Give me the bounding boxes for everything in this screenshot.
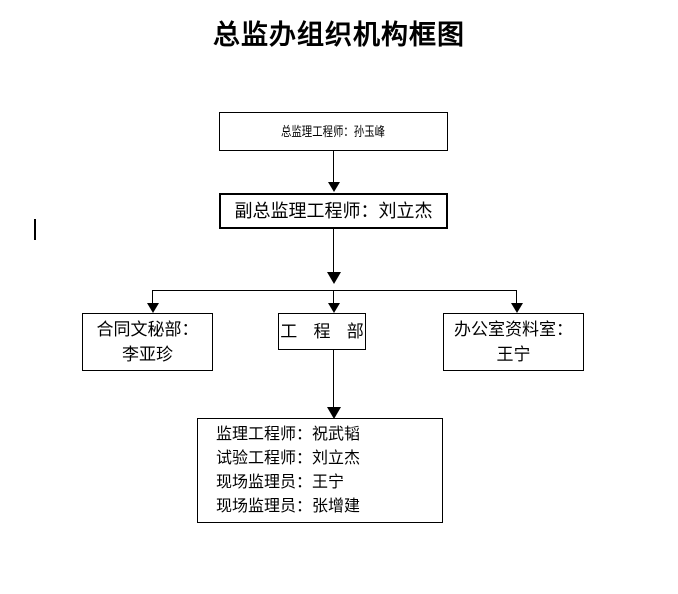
node-line: 工 程 部	[280, 322, 370, 341]
arrow-head-icon	[327, 272, 341, 284]
node-line: 现场监理员：张增建	[216, 497, 361, 515]
node-line: 办公室资料室：	[454, 320, 573, 339]
node-site-staff-list[interactable]: 监理工程师：祝武韬 试验工程师：刘立杰 现场监理员：王宁 现场监理员：张增建	[197, 418, 443, 523]
arrow-head-icon	[147, 303, 159, 313]
connector-bus-to-engineering	[333, 290, 334, 304]
text-caret-artifact	[34, 219, 36, 240]
node-line: 试验工程师：刘立杰	[216, 449, 361, 467]
node-engineering-department[interactable]: 工 程 部	[278, 313, 366, 350]
connector-bus-to-office	[516, 290, 517, 304]
connector-director-to-deputy	[333, 151, 334, 183]
connector-bus-to-contract	[152, 290, 153, 304]
arrow-head-icon	[328, 182, 340, 192]
node-line: 合同文秘部：	[96, 320, 199, 339]
node-office-archives-room[interactable]: 办公室资料室： 王宁	[443, 313, 584, 371]
node-chief-supervising-engineer[interactable]: 总监理工程师：孙玉峰	[219, 112, 448, 151]
node-line: 现场监理员：王宁	[216, 473, 345, 491]
connector-deputy-to-bus	[333, 229, 334, 273]
node-line: 王宁	[496, 345, 531, 364]
node-line: 总监理工程师：孙玉峰	[281, 123, 386, 139]
connector-engineering-to-staff	[333, 350, 334, 408]
arrow-head-icon	[327, 407, 341, 419]
node-contract-secretarial-department[interactable]: 合同文秘部： 李亚珍	[82, 313, 213, 371]
node-deputy-chief-supervising-engineer[interactable]: 副总监理工程师：刘立杰	[219, 193, 448, 229]
arrow-head-icon	[328, 303, 340, 313]
node-line: 监理工程师：祝武韬	[216, 425, 361, 443]
node-line: 副总监理工程师：刘立杰	[234, 201, 433, 221]
node-line: 李亚珍	[122, 345, 173, 364]
page-title: 总监办组织机构框图	[213, 20, 465, 50]
arrow-head-icon	[511, 303, 523, 313]
connector-horizontal-bus	[152, 290, 516, 291]
